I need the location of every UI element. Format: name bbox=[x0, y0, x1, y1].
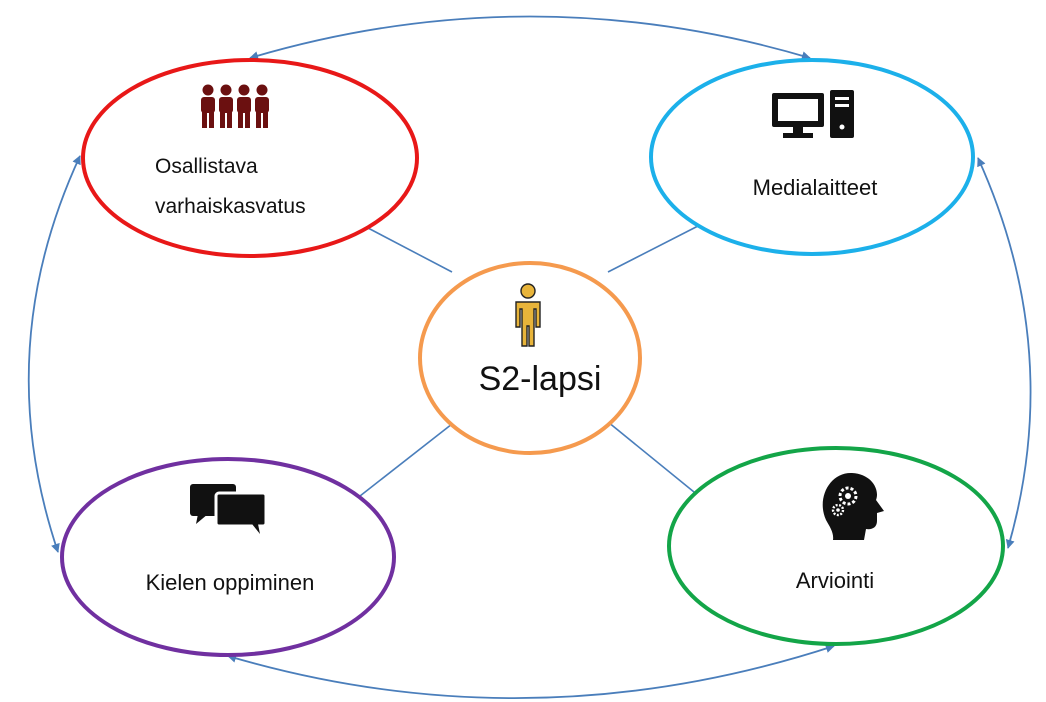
connector-kielen-oppiminen bbox=[359, 423, 453, 497]
arrow-left bbox=[27, 155, 81, 553]
connector-osallistava bbox=[367, 227, 453, 273]
arrow-top bbox=[249, 15, 811, 61]
arrow-bottom bbox=[227, 644, 835, 700]
speech-bubbles-icon bbox=[190, 484, 268, 534]
arviointi-label: Arviointi bbox=[795, 568, 875, 593]
ellipse-kielen-oppiminen bbox=[60, 457, 396, 657]
group-of-people-icon bbox=[201, 84, 269, 128]
person-icon bbox=[515, 283, 541, 347]
kielen-oppiminen-label: Kielen oppiminen bbox=[145, 570, 315, 595]
center-circle-s2-lapsi bbox=[418, 261, 642, 455]
connector-arviointi bbox=[607, 421, 695, 493]
head-with-gears-icon bbox=[822, 472, 884, 540]
center-label: S2-lapsi bbox=[478, 360, 602, 398]
arrow-right bbox=[977, 157, 1032, 549]
osallistava-label-line2: varhaiskasvatus bbox=[155, 195, 306, 218]
ellipse-osallistava-varhaiskasvatus bbox=[81, 58, 419, 258]
ellipse-arviointi bbox=[667, 446, 1005, 646]
medialaitteet-label: Medialaitteet bbox=[752, 175, 878, 200]
ellipse-medialaitteet bbox=[649, 58, 975, 256]
connector-lines bbox=[359, 225, 699, 497]
connector-medialaitteet bbox=[607, 225, 699, 273]
osallistava-label-line1: Osallistava bbox=[155, 155, 258, 178]
cycle-arrows bbox=[27, 15, 1032, 700]
computer-icon bbox=[772, 90, 854, 138]
